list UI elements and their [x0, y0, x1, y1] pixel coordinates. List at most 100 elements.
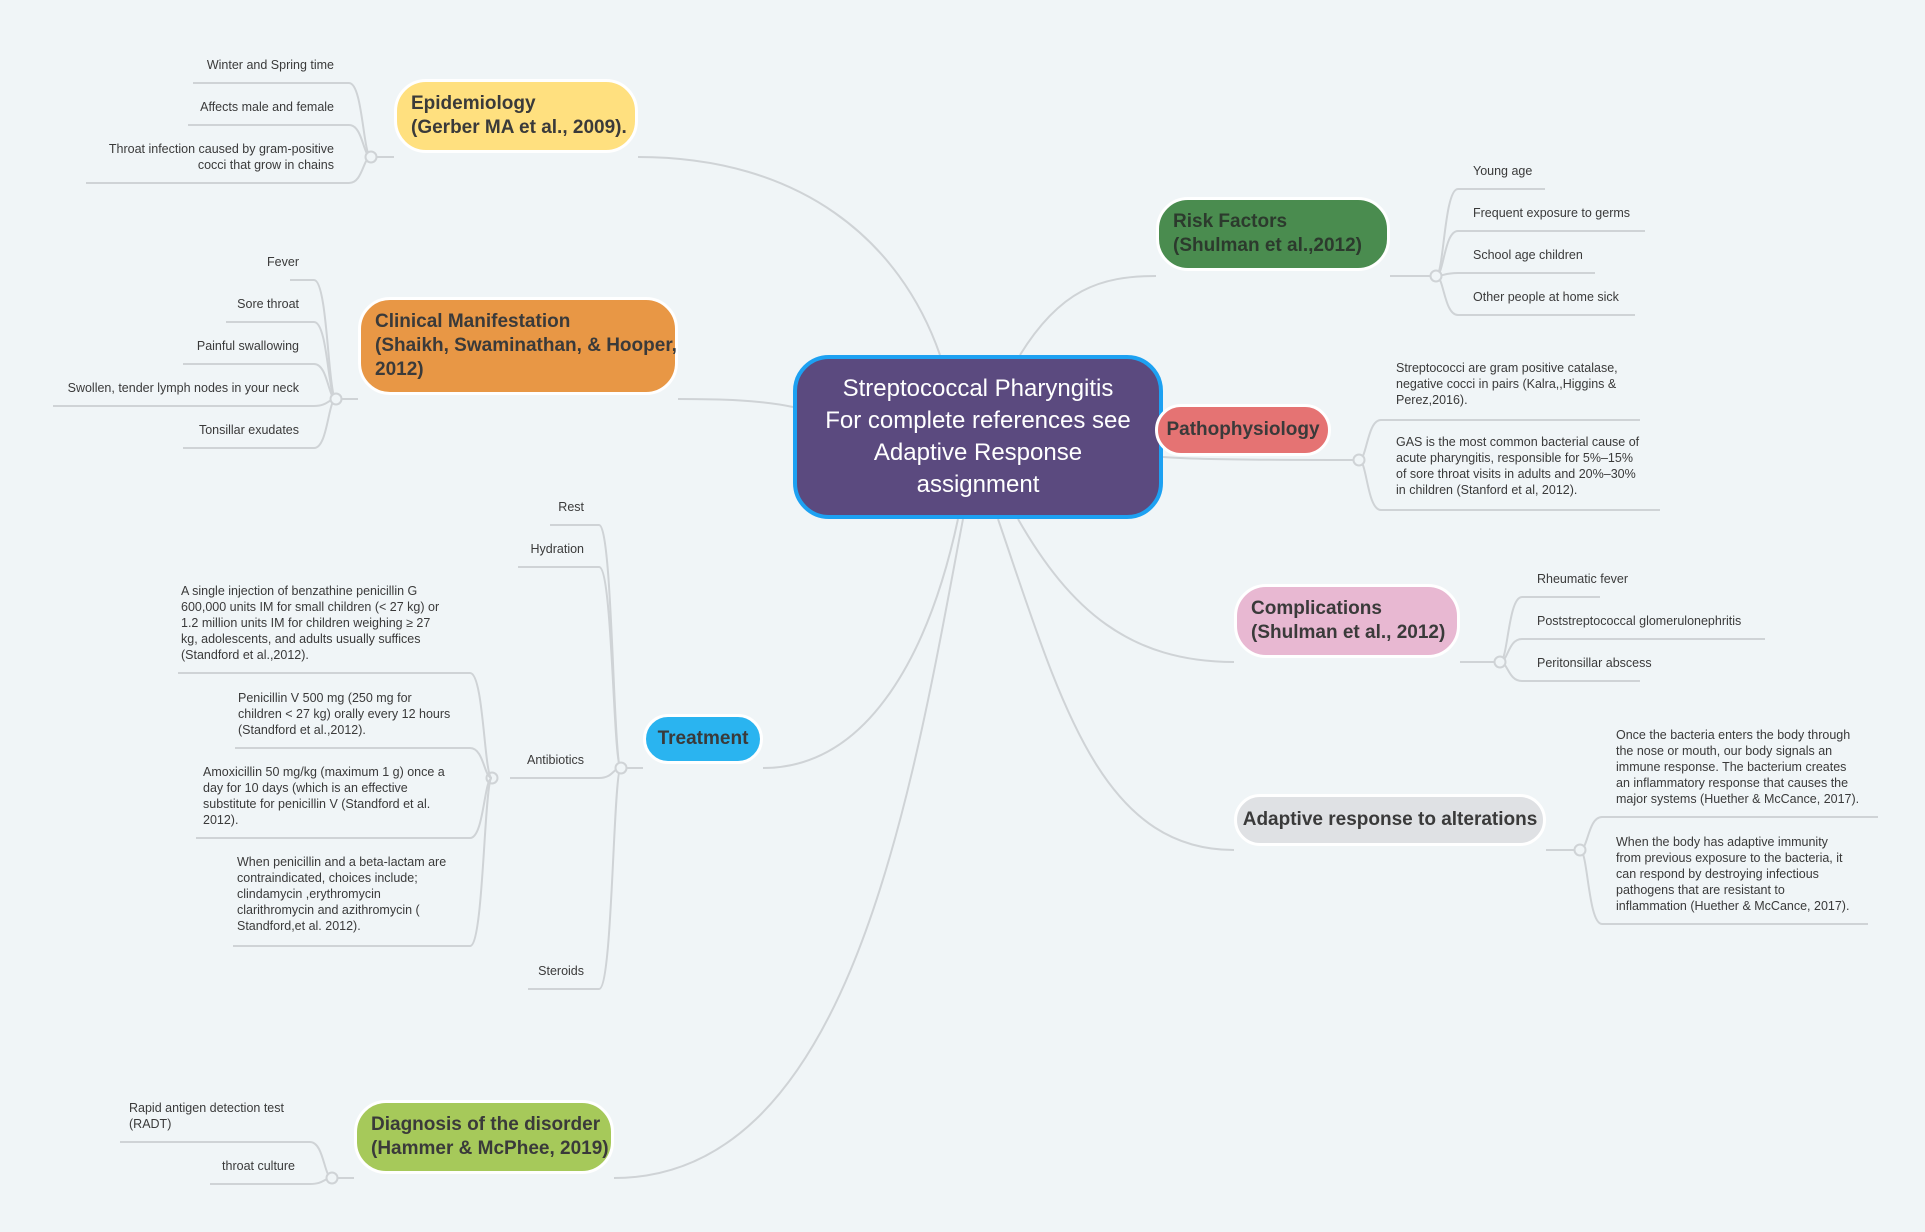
connector-complications: [1017, 518, 1235, 663]
connector-clinical: [677, 398, 794, 408]
leaf-text: Peritonsillar abscess: [1537, 656, 1652, 670]
connector-treatment: [762, 518, 959, 769]
leaf-text: throat culture: [222, 1159, 295, 1173]
connector-diagnosis: [613, 518, 964, 1179]
leaf-text: Hydration: [530, 542, 585, 556]
leaf-risk-4[interactable]: Other people at home sick: [1473, 289, 1619, 305]
leaf-diagnosis-2[interactable]: throat culture: [222, 1158, 295, 1174]
leaf-clinical-4[interactable]: Swollen, tender lymph nodes in your neck: [68, 380, 299, 396]
topic-risk-factors[interactable]: Risk Factors (Shulman et al.,2012): [1156, 197, 1390, 271]
branch-knob[interactable]: [325, 1171, 339, 1185]
branch-knob[interactable]: [364, 150, 378, 164]
topic-line: (Shaikh, Swaminathan, & Hooper,: [375, 335, 677, 356]
connector-line: [53, 398, 337, 407]
leaf-text: children < 27 kg) orally every 12 hours: [238, 707, 451, 721]
leaf-risk-1[interactable]: Young age: [1473, 163, 1532, 179]
topic-epidemiology[interactable]: Epidemiology (Gerber MA et al., 2009).: [394, 79, 638, 153]
leaf-text: acute pharyngitis, responsible for 5%–15…: [1396, 451, 1633, 465]
central-topic[interactable]: Streptococcal Pharyngitis For complete r…: [793, 355, 1163, 519]
leaf-risk-3[interactable]: School age children: [1473, 247, 1583, 263]
topic-pathophysiology[interactable]: Pathophysiology: [1155, 404, 1331, 456]
leaf-text: can respond by destroying infectious: [1616, 867, 1819, 881]
leaf-text: contraindicated, choices include;: [237, 871, 418, 885]
branch-knob[interactable]: [1352, 453, 1366, 467]
leaf-text: 1.2 million units IM for children weighi…: [181, 616, 431, 630]
topic-complications[interactable]: Complications (Shulman et al., 2012): [1234, 584, 1460, 658]
leaf-text: Affects male and female: [200, 100, 334, 114]
leaf-text: Amoxicillin 50 mg/kg (maximum 1 g) once …: [203, 765, 445, 779]
leaf-text: GAS is the most common bacterial cause o…: [1396, 435, 1640, 449]
topic-line: Clinical Manifestation: [375, 311, 571, 332]
leaf-patho-2[interactable]: GAS is the most common bacterial cause o…: [1396, 434, 1639, 498]
leaf-text: kg, adolescents, and adults usually suff…: [181, 632, 421, 646]
topic-line: 2012): [375, 359, 424, 380]
leaf-text: 2012).: [203, 813, 239, 827]
leaf-text: Fever: [267, 255, 299, 269]
connector-line: [510, 767, 622, 779]
topic-line: Pathophysiology: [1166, 419, 1320, 440]
branch-knob[interactable]: [1429, 269, 1443, 283]
leaf-antibiotic-4[interactable]: When penicillin and a beta-lactam are co…: [237, 854, 446, 934]
leaf-patho-1[interactable]: Streptococci are gram positive catalase,…: [1396, 360, 1618, 408]
leaf-text: Sore throat: [237, 297, 299, 311]
connector-line: [528, 767, 622, 990]
leaf-antibiotic-1[interactable]: A single injection of benzathine penicil…: [181, 583, 439, 663]
connector-risk: [1019, 275, 1157, 356]
branch-knob[interactable]: [1493, 655, 1507, 669]
leaf-complications-1[interactable]: Rheumatic fever: [1537, 571, 1628, 587]
leaf-text: negative cocci in pairs (Kalra,,Higgins …: [1396, 377, 1617, 391]
leaf-clinical-5[interactable]: Tonsillar exudates: [199, 422, 299, 438]
leaf-text: the nose or mouth, our body signals an: [1616, 744, 1833, 758]
connector-line: [233, 777, 493, 947]
leaf-text: Rapid antigen detection test: [129, 1101, 284, 1115]
leaf-clinical-1[interactable]: Fever: [267, 254, 299, 270]
leaf-treatment-rest[interactable]: Rest: [558, 499, 584, 515]
leaf-text: clindamycin ,erythromycin: [237, 887, 381, 901]
leaf-treatment-antibiotics[interactable]: Antibiotics: [527, 752, 584, 768]
connector-line: [235, 747, 493, 779]
leaf-antibiotic-3[interactable]: Amoxicillin 50 mg/kg (maximum 1 g) once …: [203, 764, 445, 828]
leaf-text: Young age: [1473, 164, 1533, 178]
central-line: For complete references see: [825, 407, 1131, 434]
leaf-clinical-3[interactable]: Painful swallowing: [197, 338, 299, 354]
central-line: Adaptive Response: [873, 439, 1083, 466]
leaf-treatment-steroids[interactable]: Steroids: [538, 963, 584, 979]
connector-line: [210, 1177, 333, 1185]
connector-line: [178, 672, 493, 779]
branch-knob[interactable]: [329, 392, 343, 406]
leaf-risk-2[interactable]: Frequent exposure to germs: [1473, 205, 1630, 221]
topic-treatment[interactable]: Treatment: [643, 714, 763, 764]
leaf-text: Tonsillar exudates: [198, 423, 299, 437]
topic-diagnosis[interactable]: Diagnosis of the disorder (Hammer & McPh…: [354, 1100, 614, 1174]
leaf-epidemiology-2[interactable]: Affects male and female: [200, 99, 334, 115]
leaf-text: A single injection of benzathine penicil…: [181, 584, 418, 598]
topic-adaptive-response[interactable]: Adaptive response to alterations: [1234, 794, 1546, 846]
leaf-text: day for 10 days (which is an effective: [203, 781, 408, 795]
leaf-clinical-2[interactable]: Sore throat: [237, 296, 299, 312]
leaf-antibiotic-2[interactable]: Penicillin V 500 mg (250 mg for children…: [238, 690, 450, 738]
topic-line: (Gerber MA et al., 2009).: [411, 117, 627, 138]
leaf-treatment-hydration[interactable]: Hydration: [531, 541, 585, 557]
leaf-text: clarithromycin and azithromycin (: [237, 903, 420, 917]
connector-line: [518, 566, 622, 769]
leaf-text: major systems (Huether & McCance, 2017).: [1616, 792, 1860, 806]
leaf-text: Steroids: [538, 964, 584, 978]
topic-line: (Hammer & McPhee, 2019): [371, 1138, 609, 1159]
leaf-diagnosis-1[interactable]: Rapid antigen detection test (RADT): [129, 1100, 284, 1132]
leaf-complications-3[interactable]: Peritonsillar abscess: [1537, 655, 1652, 671]
topic-line: Diagnosis of the disorder: [371, 1114, 601, 1135]
leaf-adaptive-1[interactable]: Once the bacteria enters the body throug…: [1616, 727, 1859, 807]
leaf-text: Swollen, tender lymph nodes in your neck: [67, 381, 299, 395]
leaf-text: Painful swallowing: [196, 339, 299, 353]
leaf-text: 600,000 units IM for small children (< 2…: [181, 600, 440, 614]
leaf-adaptive-2[interactable]: When the body has adaptive immunity from…: [1616, 834, 1849, 914]
leaf-complications-2[interactable]: Poststreptococcal glomerulonephritis: [1537, 613, 1741, 629]
connector-line: [1499, 596, 1600, 663]
leaf-epidemiology-1[interactable]: Winter and Spring time: [207, 57, 334, 73]
branch-knob[interactable]: [1573, 843, 1587, 857]
leaf-epidemiology-3[interactable]: Throat infection caused by gram-positive…: [109, 141, 334, 173]
leaf-text: Antibiotics: [527, 753, 584, 767]
branch-knob[interactable]: [614, 761, 628, 775]
topic-clinical-manifestation[interactable]: Clinical Manifestation (Shaikh, Swaminat…: [358, 297, 678, 395]
